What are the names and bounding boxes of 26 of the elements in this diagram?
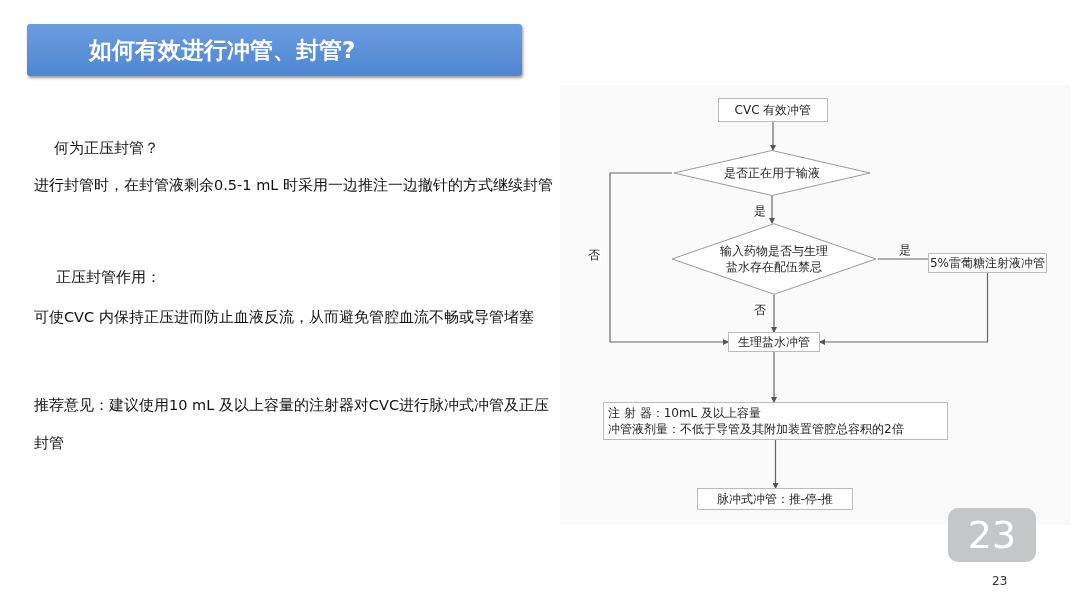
section-heading: 正压封管作用： [56,268,162,287]
arrow [771,351,777,403]
arrow [819,272,989,345]
page-number: 23 [992,574,1008,588]
arrow [769,195,775,224]
decision-diamond: 是否正在用于输液 [672,150,872,196]
edge-label: 否 [753,303,767,317]
process-box: CVC 有效冲管 [718,98,828,122]
process-box: 5%雷葡糖注射液冲管 [928,253,1047,273]
arrow [609,172,729,345]
edge-label: 否 [587,248,601,262]
process-box: 生理盐水冲管 [728,332,820,352]
process-box: 脉冲式冲管：推-停-推 [697,488,853,510]
arrow [770,121,776,151]
process-box: 注 射 器：10mL 及以上容量 冲管液剂量：不低于导管及其附加装置管腔总容积的2倍 [603,402,948,440]
edge-label: 是 [753,204,767,218]
paragraph: 进行封管时，在封管液剩余0.5-1 mL 时采用一边推注一边撤针的方式继续封管 [34,176,554,195]
arrow [771,294,777,333]
paragraph: 推荐意见：建议使用10 mL 及以上容量的注射器对CVC进行脉冲式冲管及正压封管 [34,396,551,453]
edge-label: 是 [898,243,912,257]
title-banner: 如何有效进行冲管、封管? [27,24,522,76]
arrow [772,439,779,489]
decision-diamond: 输入药物是否与生理盐水存在配伍禁忌 [670,223,878,295]
slide-number-badge: 23 [948,508,1036,562]
paragraph: 可使CVC 内保持正压进而防止血液反流，从而避免管腔血流不畅或导管堵塞 [34,308,535,327]
question-heading: 何为正压封管？ [54,139,160,158]
